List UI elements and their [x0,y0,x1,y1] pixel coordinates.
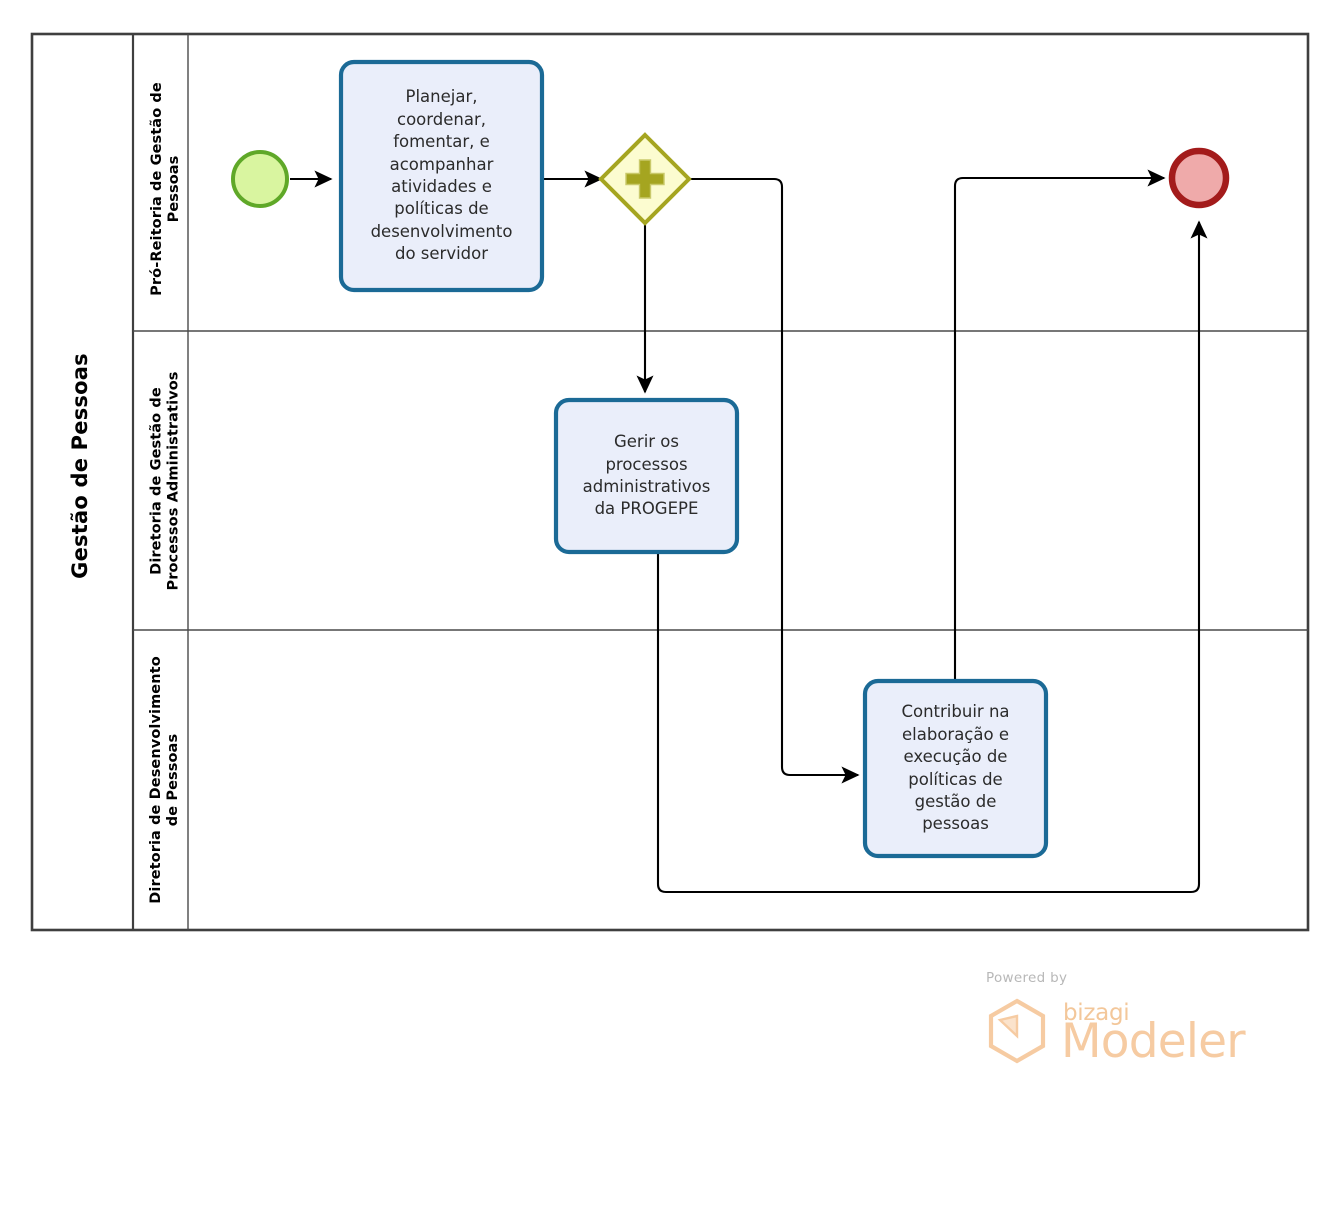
task-contribuir[interactable] [862,678,1049,859]
start-event[interactable] [231,150,289,208]
flow-gateway-to-contribuir [689,177,860,784]
end-event[interactable] [1168,147,1230,209]
parallel-gateway[interactable] [598,132,692,226]
gateway-plus-icon [625,159,665,199]
flow-gerir-to-end [656,220,1208,894]
flow-contribuir-to-end [953,169,1166,681]
task-planejar[interactable] [338,59,545,293]
task-gerir[interactable] [553,397,740,555]
